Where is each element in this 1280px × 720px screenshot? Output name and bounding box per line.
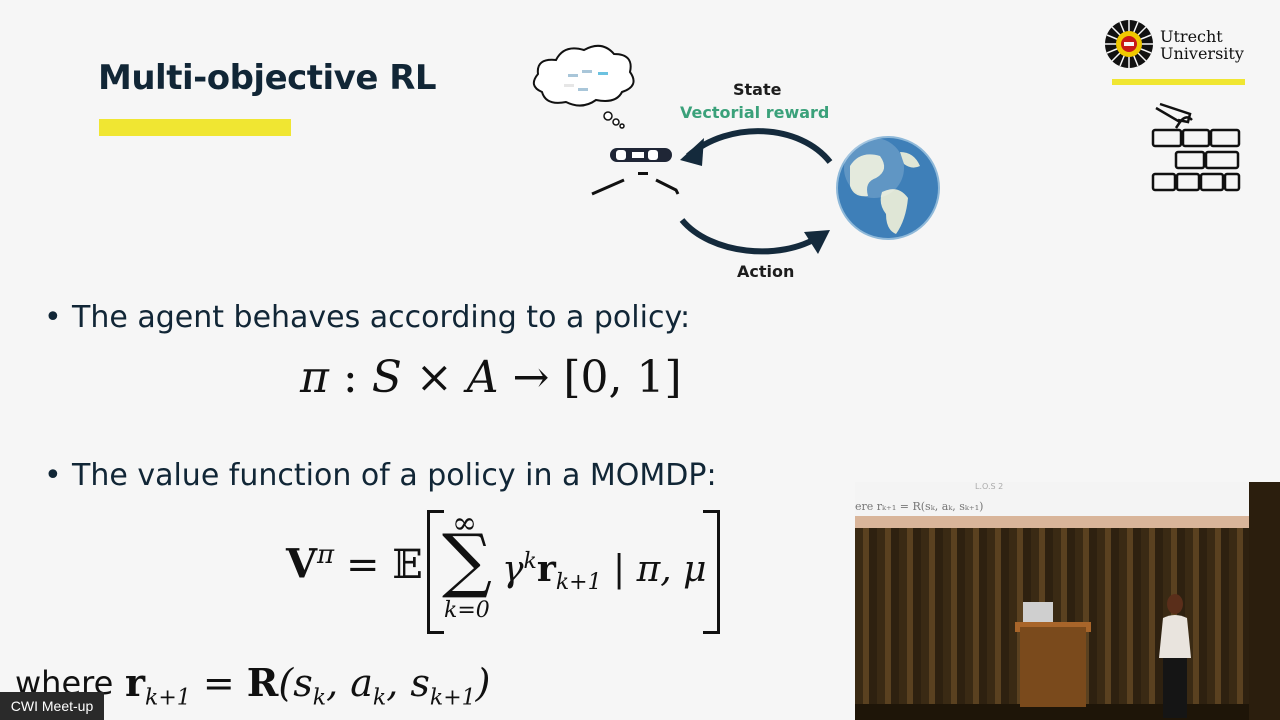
bullet-policy: • The agent behaves according to a policy… [44,300,690,335]
a-subscript: k [372,685,387,711]
laptop-icon [1023,602,1053,622]
speaker-video-overlay: L.O.S 2 ere rₖ₊₁ = R(sₖ, aₖ, sₖ₊₁) [855,482,1280,720]
action-set: A [466,352,499,403]
robot-agent-icon [591,148,680,196]
gamma-exponent: k [523,549,537,574]
reward-r: r [125,660,146,705]
pip-screen-edge [855,516,1280,530]
speaker-figure-icon [1159,594,1191,718]
value-pi-superscript: π [317,540,335,570]
left-bracket [427,510,444,634]
bullet-dot: • [44,300,62,335]
colon: : [328,352,372,403]
expectation-symbol: 𝔼 [392,542,423,588]
reward-arg-s-next: , s [386,661,430,705]
university-name-line2: University [1160,44,1244,63]
pip-side-wall [1249,482,1280,720]
sum-symbol: ∑ [442,519,492,601]
reward-r-subscript: k+1 [145,685,191,711]
right-bracket [703,510,720,634]
title-underline [99,119,291,136]
bullet-value-function: • The value function of a policy in a MOM… [44,458,717,493]
reward-equation: rk+1 = R(sk, ak, sk+1) [125,660,491,711]
sum-lower-limit: k=0 [444,598,490,623]
gamma: γ [502,549,524,590]
bullet-value-text: The value function of a policy in a MOMD… [72,458,717,493]
state-label: State [733,80,782,99]
rl-loop-diagram [532,44,940,255]
policy-equation: π : S × A → [0, 1] [300,352,682,403]
action-arrow [679,218,830,255]
s-subscript: k [312,685,327,711]
times: × [401,352,467,403]
bullet-policy-text: The agent behaves according to a policy: [72,300,691,335]
state-reward-arrow [680,128,833,166]
event-badge: CWI Meet-up [0,692,104,720]
thought-cloud-icon [532,44,635,129]
logo-underline [1112,79,1245,85]
reward-arg-a: , a [326,661,373,705]
reward-equals: = [190,661,247,705]
globe-icon [836,136,940,240]
action-label: Action [737,262,795,281]
university-name: Utrecht University [1160,28,1244,62]
reward-args-open: (s [278,661,313,705]
bullet-dot: • [44,458,62,493]
reward-function: R [246,660,279,705]
university-name-line1: Utrecht [1160,27,1223,46]
value-V: V [286,540,318,588]
equals-sign: = [346,542,380,588]
utrecht-sun-logo-icon [1105,20,1153,68]
podium [1020,627,1086,707]
reward-vector: r [536,548,556,590]
reward-subscript: k+1 [555,570,602,596]
pi-symbol: π [300,352,329,403]
value-sum-body: γkrk+1 | π, μ [502,548,707,595]
arrow: → [498,352,564,403]
slide-title: Multi-objective RL [98,58,437,98]
sum-upper-limit: ∞ [452,506,477,541]
s-next-subscript: k+1 [429,685,476,711]
vectorial-reward-label: Vectorial reward [680,103,830,122]
brick-wall-icon [1151,102,1241,192]
pip-slide-text: ere rₖ₊₁ = R(sₖ, aₖ, sₖ₊₁) [855,500,984,513]
state-set: S [371,352,402,403]
value-symbol: Vπ [286,540,334,587]
range: [0, 1] [563,352,682,403]
pip-small-text: L.O.S 2 [975,482,1004,491]
value-equals: = 𝔼 [346,542,423,588]
conditioning: | π, μ [601,549,707,590]
reward-args-close: ) [475,661,491,705]
